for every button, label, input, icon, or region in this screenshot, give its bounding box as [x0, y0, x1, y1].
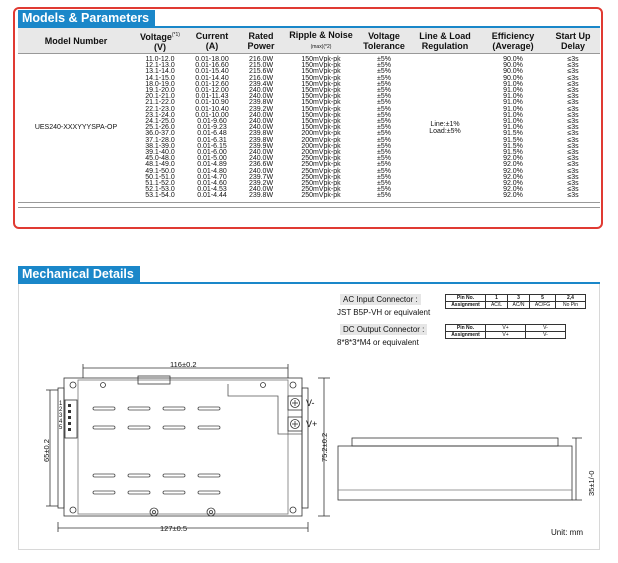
- bottom-dimension-line: [57, 522, 309, 532]
- board-outline: [63, 377, 303, 517]
- left-height-dimension: 65±0.2: [42, 439, 51, 462]
- pin-label-1: 1: [59, 401, 63, 407]
- unit-label: Unit: mm: [551, 528, 583, 537]
- top-width-dimension: 116±0.2: [170, 360, 197, 369]
- left-dimension-line: [46, 389, 58, 507]
- mechanical-title-bar: [18, 282, 600, 284]
- col-header-voltage: Voltage(*1)(V): [134, 28, 186, 54]
- pin-label-2: 2: [59, 407, 63, 413]
- pin-label-5: 5: [59, 425, 63, 431]
- mechanical-section-frame: [18, 284, 600, 550]
- board-inner-outline: [77, 379, 289, 515]
- model-number-cell: UES240-XXXYYYSPA-OP: [18, 53, 134, 203]
- bottom-width-dimension: 127±0.5: [160, 524, 188, 533]
- efficiency-cell: 90.0% 90.0% 90.0% 90.0% 91.0% 91.0% 91.0…: [480, 53, 546, 203]
- pin-label-3: 3: [59, 413, 63, 419]
- vent-slots: [92, 406, 221, 495]
- mounting-holes: [69, 381, 297, 517]
- table-header-row: Model Number Voltage(*1)(V) Current(A) R…: [18, 28, 600, 54]
- parameters-table: Model Number Voltage(*1)(V) Current(A) R…: [18, 28, 600, 208]
- dc-output-terminals: [287, 395, 303, 432]
- table-bottom-rule: [18, 201, 600, 208]
- tolerance-cell: ±5% ±5% ±5% ±5% ±5% ±5% ±5% ±5% ±5% ±5% …: [358, 53, 410, 203]
- col-header-tolerance: Voltage Tolerance: [358, 28, 410, 54]
- top-dimension-line: [82, 364, 289, 378]
- ac-connector-pins: [68, 404, 71, 431]
- top-header-block: [137, 375, 171, 385]
- ac-connector-part: JST B5P-VH or equivalent: [337, 308, 431, 317]
- ac-input-connector: [64, 399, 78, 439]
- regulation-cell: Line:±1% Load:±5%: [410, 53, 480, 203]
- pin-label-4: 4: [59, 419, 63, 425]
- terminal-region: [227, 384, 302, 435]
- col-header-regulation: Line & Load Regulation: [410, 28, 480, 54]
- side-height-dimension: 35±1/-0: [587, 470, 596, 496]
- col-header-efficiency: Efficiency (Average): [480, 28, 546, 54]
- mechanical-drawing: [46, 364, 582, 532]
- ripple-cell: 150mVpk-pk 150mVpk-pk 150mVpk-pk 150mVpk…: [284, 53, 358, 203]
- right-height-dimension: 75.2±0.2: [320, 432, 329, 462]
- left-mount-flange: [57, 387, 65, 509]
- ac-pin-table: Pin No. 1 3 5 2,4 Assignment AC/L AC/N A…: [445, 294, 586, 309]
- mechanical-section-title: Mechanical Details: [18, 266, 140, 282]
- models-section-title: Models & Parameters: [18, 10, 156, 26]
- col-header-power: Rated Power: [238, 28, 284, 54]
- col-header-ripple: Ripple & Noise(max)(*2): [284, 28, 358, 54]
- voltage-cell: 11.0-12.0 12.1-13.0 13.1-14.0 14.1-15.0 …: [134, 53, 186, 203]
- col-header-startup: Start Up Delay: [546, 28, 600, 54]
- ac-assign-2-4: No Pin: [555, 301, 586, 309]
- right-dimension-line: [318, 377, 330, 517]
- dc-connector-part: 8*8*3*M4 or equivalent: [337, 338, 419, 347]
- dc-connector-title: DC Output Connector :: [340, 324, 428, 335]
- dc-assign-vminus: V-: [525, 331, 566, 339]
- col-header-current: Current(A): [186, 28, 238, 54]
- table-row: UES240-XXXYYYSPA-OP 11.0-12.0 12.1-13.0 …: [18, 53, 600, 203]
- startup-cell: ≤3s ≤3s ≤3s ≤3s ≤3s ≤3s ≤3s ≤3s ≤3s ≤3s …: [546, 53, 600, 203]
- side-view: [337, 437, 582, 501]
- col-header-model: Model Number: [18, 28, 134, 54]
- right-mount-flange: [301, 387, 309, 509]
- v-plus-label: V+: [306, 419, 318, 429]
- models-title-bar: [18, 26, 600, 28]
- current-cell: 0.01-18.00 0.01-16.60 0.01-15.40 0.01-14…: [186, 53, 238, 203]
- ac-connector-title: AC Input Connector :: [340, 294, 421, 305]
- v-minus-label: V-: [306, 398, 315, 408]
- power-cell: 216.0W 215.0W 215.6W 216.0W 239.4W 240.0…: [238, 53, 284, 203]
- ac-pin-numbers: 1 2 3 4 5: [59, 401, 62, 431]
- models-section-frame: [13, 7, 603, 229]
- dc-pin-table: Pin No. V+ V- Assignment V+ V-: [445, 324, 566, 339]
